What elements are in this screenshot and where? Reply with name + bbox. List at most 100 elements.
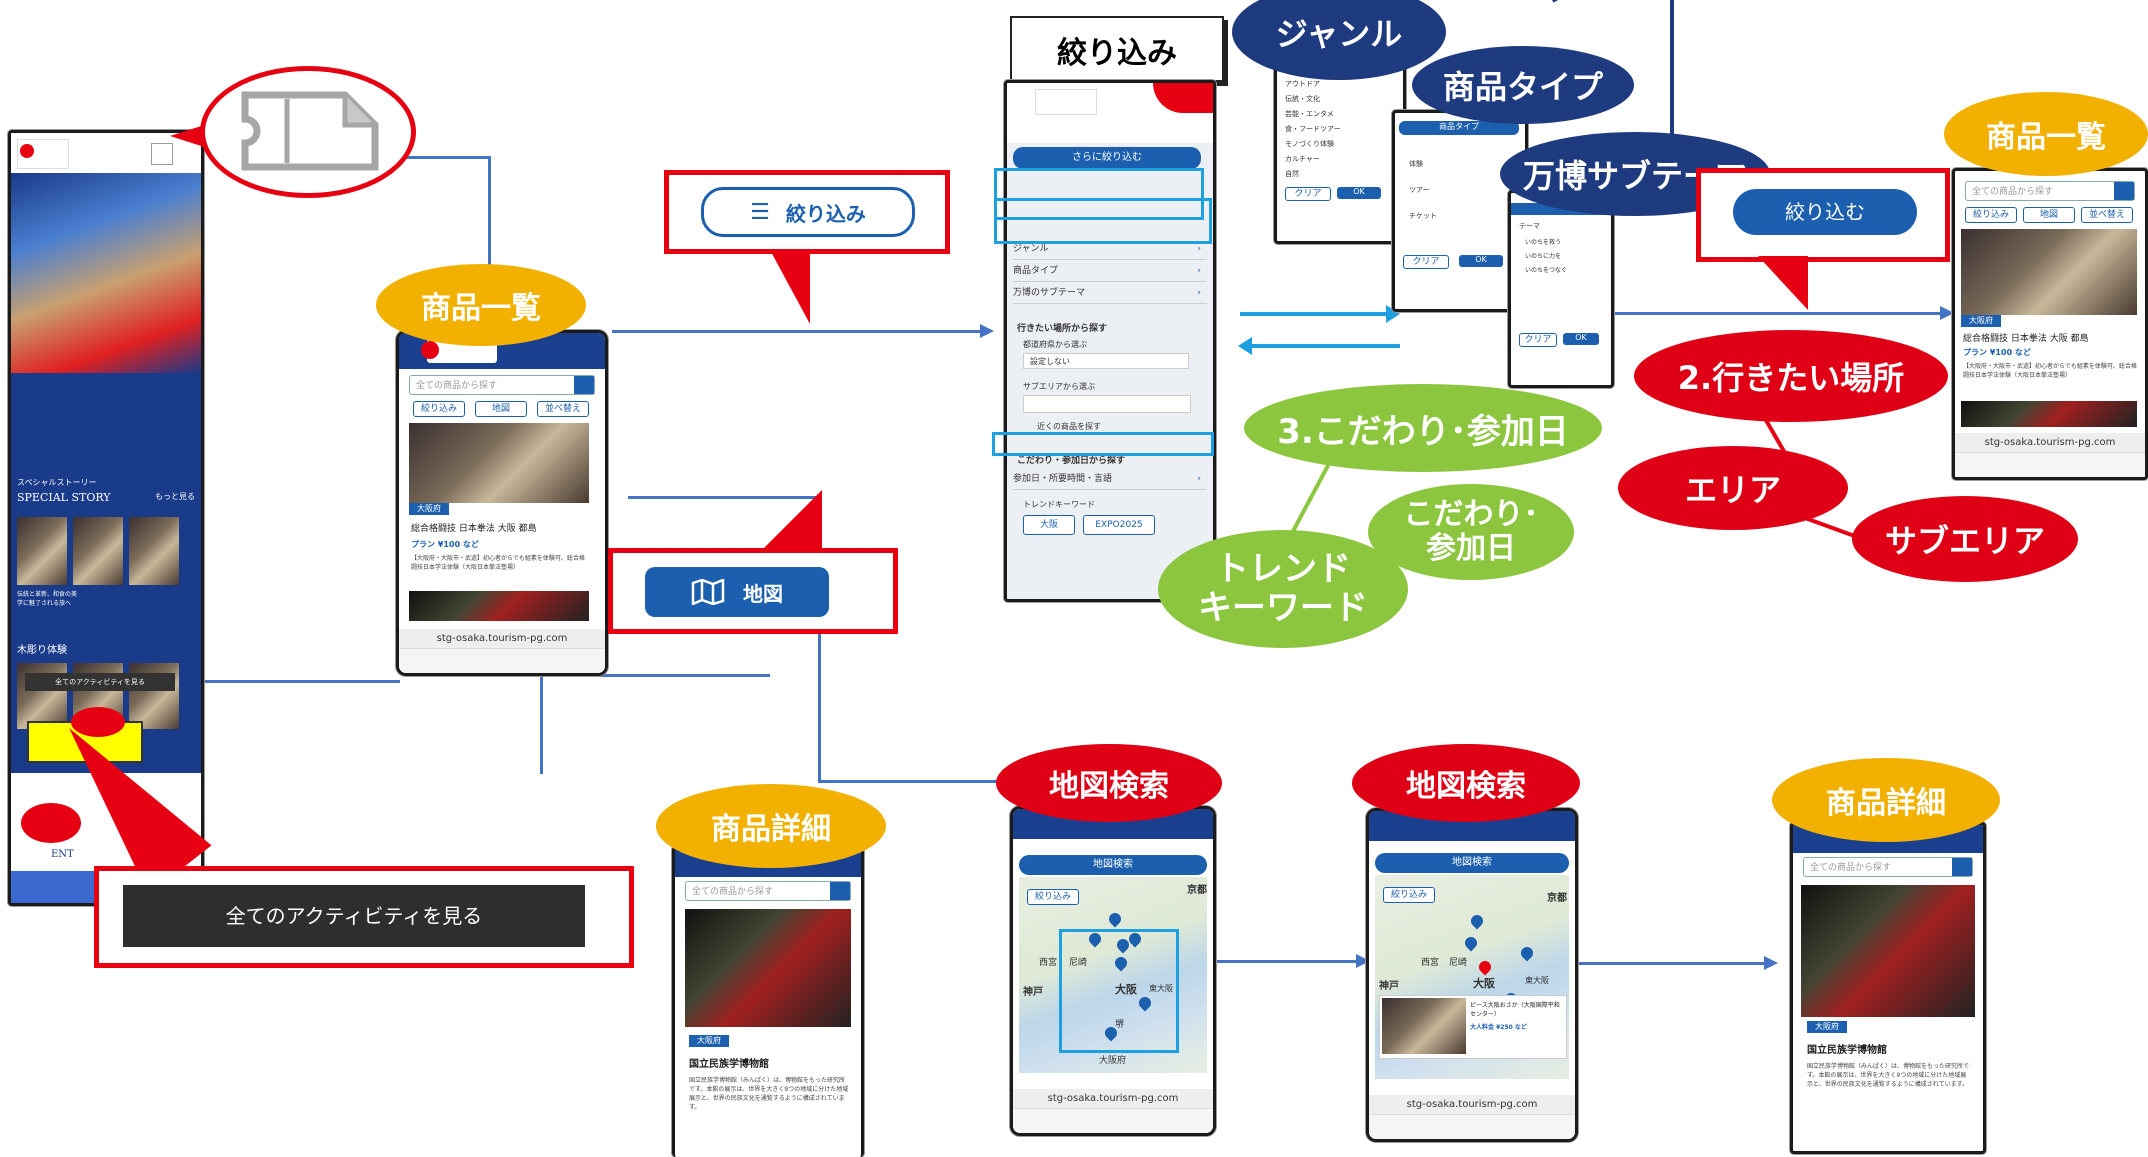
- story-card-image[interactable]: [129, 517, 179, 585]
- pref-select[interactable]: 設定しない: [1023, 353, 1189, 369]
- sort-button[interactable]: 並べ替え: [2081, 207, 2133, 223]
- theme-item[interactable]: いのちに力を: [1525, 253, 1562, 260]
- genre-item[interactable]: 伝統・文化: [1285, 95, 1320, 103]
- map-filter-button[interactable]: 絞り込み: [1383, 887, 1435, 903]
- type-item[interactable]: 体験: [1409, 160, 1423, 168]
- sort-button[interactable]: 並べ替え: [537, 401, 589, 417]
- product-desc: 【大阪府・大阪市・武道】初心者からでも組素を体験可。総合格闘技日本学法体験（大阪…: [411, 555, 585, 571]
- all-activities-small-button[interactable]: 全てのアクティビティを見る: [25, 673, 175, 691]
- connector-line: [540, 674, 770, 677]
- genre-item[interactable]: 芸能・エンタメ: [1285, 110, 1334, 118]
- map-button[interactable]: 地図: [2023, 207, 2075, 223]
- detail-phone-right: 全ての商品から探す 大阪府 国立民族学博物館 国立民族学博物館（みんぱく）は、博…: [1790, 822, 1986, 1154]
- label-map-search-1: 地図検索: [996, 744, 1222, 822]
- genre-item[interactable]: アウトドア: [1285, 80, 1320, 88]
- url-bar[interactable]: stg-osaka.tourism-pg.com: [1369, 1095, 1575, 1115]
- genre-item[interactable]: 自然: [1285, 170, 1299, 178]
- map-pin[interactable]: [1468, 912, 1486, 930]
- theme-item[interactable]: いのちをつなぐ: [1525, 267, 1568, 274]
- product-title[interactable]: 総合格闘技 日本拳法 大阪 都島: [1963, 334, 2089, 344]
- menu-icon[interactable]: [151, 143, 173, 165]
- genre-panel-phone: アウトドア 伝統・文化 芸能・エンタメ 食・フードツアー モノづくり体験 カルチ…: [1274, 60, 1406, 244]
- menu-subtheme[interactable]: 万博のサブテーマ›: [1013, 283, 1207, 304]
- theme-item[interactable]: いのちを救う: [1525, 239, 1562, 246]
- url-bar[interactable]: stg-osaka.tourism-pg.com: [399, 629, 605, 649]
- search-input[interactable]: 全ての商品から探す: [409, 375, 595, 395]
- map-pill-button[interactable]: 地図: [645, 567, 829, 617]
- product-image[interactable]: [1961, 229, 2137, 315]
- browser-toolbar: [1369, 1114, 1575, 1139]
- museum-image[interactable]: [1801, 885, 1975, 1017]
- apply-filter-button[interactable]: 絞り込む: [1733, 189, 1917, 235]
- theme-clear[interactable]: クリア: [1519, 333, 1557, 347]
- product-image[interactable]: [409, 423, 589, 503]
- filter-apply-callout: 絞り込む: [1696, 168, 1950, 262]
- place-label: 西宮: [1039, 958, 1058, 968]
- search-input[interactable]: 全ての商品から探す: [685, 881, 851, 901]
- all-activities-button[interactable]: 全てのアクティビティを見る: [123, 885, 585, 947]
- content-section: ENT: [11, 773, 201, 863]
- type-clear[interactable]: クリア: [1403, 255, 1449, 269]
- detail-desc: 国立民族学博物館（みんぱく）は、博物館をもった研究所です。本館の展示は、世界を大…: [1807, 1063, 1970, 1088]
- story-card-image[interactable]: [73, 517, 123, 585]
- panel-title-bar: さらに絞り込む: [1013, 147, 1201, 169]
- result-card-price: 大人料金 ¥250 など: [1470, 1024, 1527, 1031]
- kodawari-line1: こだわり･: [1403, 496, 1539, 532]
- subarea-select[interactable]: [1023, 395, 1191, 413]
- genre-item[interactable]: 食・フードツアー: [1285, 125, 1341, 133]
- connector-line: [1604, 312, 1944, 315]
- special-story-section: スペシャルストーリー SPECIAL STORY もっと見る: [11, 373, 201, 513]
- story-card-image[interactable]: [17, 517, 67, 585]
- nearby-checkbox[interactable]: 近くの商品を探す: [1037, 422, 1101, 431]
- map-pin[interactable]: [1106, 910, 1124, 928]
- story-card-text: 伝統と革新、和食の美学に魅了される旅へ: [17, 591, 78, 607]
- genre-item[interactable]: モノづくり体験: [1285, 140, 1334, 148]
- more-link[interactable]: もっと見る: [155, 492, 195, 501]
- map-result-card[interactable]: ピース大阪おさか（大阪国際平和センター） 大人料金 ¥250 など: [1379, 995, 1567, 1059]
- type-item[interactable]: チケット: [1409, 212, 1437, 220]
- connector-line: [818, 780, 998, 783]
- map-pin-selected[interactable]: [1476, 958, 1494, 976]
- panel-title: さらに絞り込む: [1072, 152, 1142, 163]
- keyword-osaka[interactable]: 大阪: [1023, 515, 1075, 535]
- product-title[interactable]: 総合格闘技 日本拳法 大阪 都島: [411, 524, 537, 534]
- section-place: 行きたい場所から探す: [1017, 324, 1108, 334]
- genre-item[interactable]: カルチャー: [1285, 155, 1320, 163]
- menu-genre[interactable]: ジャンル›: [1013, 239, 1207, 260]
- product-desc: 【大阪府・大阪市・武道】初心者からでも組素を体験可。総合格闘技日本学法体験（大阪…: [1963, 363, 2137, 379]
- menu-sanka[interactable]: 参加日・所要時間・言語›: [1013, 469, 1207, 490]
- filter-title: 絞り込み: [1057, 36, 1177, 71]
- place-label: 東大阪: [1525, 976, 1549, 985]
- hero-banner: [11, 173, 201, 373]
- genre-clear[interactable]: クリア: [1285, 187, 1331, 201]
- map-button[interactable]: 地図: [475, 401, 527, 417]
- map-title-bar: 地図検索: [1019, 855, 1207, 875]
- home-phone-screen: スペシャルストーリー SPECIAL STORY もっと見る 伝統と革新、和食の…: [8, 130, 204, 906]
- type-ok[interactable]: OK: [1459, 255, 1503, 267]
- map-pin[interactable]: [1462, 934, 1480, 952]
- menu-type[interactable]: 商品タイプ›: [1013, 261, 1207, 282]
- theme-ok[interactable]: OK: [1563, 333, 1599, 345]
- museum-image[interactable]: [685, 909, 851, 1027]
- map-view[interactable]: 絞り込み 京都 西宮 尼崎 神戸 大阪 東大阪 堺 大阪府: [1019, 877, 1207, 1073]
- filter-button[interactable]: 絞り込み: [413, 401, 465, 417]
- next-product-image[interactable]: [1961, 401, 2137, 427]
- search-input[interactable]: 全ての商品から探す: [1965, 181, 2135, 201]
- map-filter-button[interactable]: 絞り込み: [1027, 889, 1079, 905]
- keyword-expo[interactable]: EXPO2025: [1083, 515, 1155, 535]
- url-bar[interactable]: stg-osaka.tourism-pg.com: [1955, 433, 2145, 453]
- search-input[interactable]: 全ての商品から探す: [1803, 857, 1973, 877]
- map-pin[interactable]: [1518, 944, 1536, 962]
- next-product-image[interactable]: [409, 591, 589, 621]
- arrow-head: [980, 324, 994, 338]
- type-item[interactable]: ツアー: [1409, 186, 1430, 194]
- connector-line: [1216, 960, 1362, 963]
- url-bar[interactable]: stg-osaka.tourism-pg.com: [1013, 1089, 1213, 1109]
- label-map-search-2: 地図検索: [1352, 744, 1580, 822]
- genre-ok[interactable]: OK: [1337, 187, 1381, 199]
- filter-title-box: 絞り込み: [1010, 16, 1224, 82]
- filter-button[interactable]: 絞り込み: [1965, 207, 2017, 223]
- pref-label: 都道府県から選ぶ: [1023, 340, 1087, 349]
- map-view[interactable]: 絞り込み 京都 西宮 尼崎 神戸 大阪 東大阪 堺 ピース大阪おさか（大阪国際平…: [1375, 875, 1569, 1079]
- filter-pill-button[interactable]: ☰ 絞り込み: [701, 187, 915, 237]
